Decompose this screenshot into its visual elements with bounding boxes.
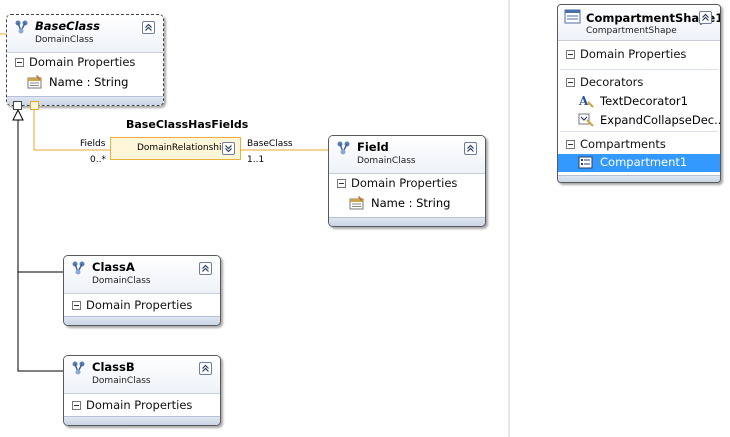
field-class-subtitle: DomainClass (357, 156, 416, 166)
compartment-shape-icon (564, 9, 581, 24)
field-class-property-item[interactable]: Name : String (329, 194, 485, 214)
shape-footer (64, 416, 220, 425)
section-label: Domain Properties (351, 176, 458, 190)
decorator-label: TextDecorator1 (600, 94, 688, 108)
class-b-properties-section[interactable]: Domain Properties (64, 396, 220, 416)
base-class-title: BaseClass (35, 19, 101, 33)
chevron-up-icon (702, 13, 709, 21)
source-multiplicity-label: 0..* (90, 155, 106, 165)
collapse-section-icon[interactable] (337, 179, 346, 188)
section-label: Domain Properties (580, 47, 687, 61)
class-b-header[interactable]: ClassB DomainClass (64, 356, 220, 394)
relationship-port[interactable] (30, 101, 39, 110)
property-icon (349, 196, 364, 210)
compartment-shape-title: CompartmentShape1 (586, 11, 721, 25)
text-decorator-icon: A (578, 94, 594, 108)
relationship-box-label: DomainRelationship (137, 143, 228, 153)
compartment-icon (578, 156, 593, 169)
relationship-title: BaseClassHasFields (126, 118, 249, 131)
inheritance-line-class-a (17, 119, 63, 273)
target-role-label: BaseClass (247, 139, 293, 149)
chevron-up-icon (145, 23, 152, 31)
field-class-properties-section[interactable]: Domain Properties (329, 174, 485, 194)
shape-footer (7, 96, 163, 105)
collapse-toggle-button[interactable] (199, 362, 212, 375)
section-divider (560, 131, 718, 132)
collapse-toggle-button[interactable] (699, 11, 712, 24)
collapse-section-icon[interactable] (566, 78, 575, 87)
shape-footer (558, 175, 720, 182)
relationship-box[interactable]: DomainRelationship (110, 137, 241, 160)
compartment-shape[interactable]: CompartmentShape1 CompartmentShape Domai… (557, 4, 721, 183)
base-class-header[interactable]: BaseClass DomainClass (7, 15, 163, 53)
section-label: Domain Properties (86, 298, 193, 312)
base-class-property-item[interactable]: Name : String (7, 73, 163, 93)
property-label: Name : String (49, 75, 129, 89)
collapse-toggle-button[interactable] (142, 21, 155, 34)
compartment-item-selected[interactable]: Compartment1 (558, 154, 720, 172)
class-a-shape[interactable]: ClassA DomainClass Domain Properties (63, 255, 221, 326)
compartment-properties-section[interactable]: Domain Properties (558, 41, 720, 69)
target-multiplicity-label: 1..1 (247, 155, 265, 165)
base-class-shape[interactable]: BaseClass DomainClass Domain Properties … (6, 14, 164, 106)
section-divider (560, 69, 718, 70)
class-b-title: ClassB (92, 360, 135, 374)
shape-footer (329, 217, 485, 226)
section-label: Decorators (580, 75, 644, 89)
class-b-shape[interactable]: ClassB DomainClass Domain Properties (63, 355, 221, 426)
compartments-section[interactable]: Compartments (558, 132, 720, 154)
chevron-down-icon (225, 145, 232, 153)
chevron-up-icon (202, 364, 209, 372)
relationship-source-line (33, 110, 110, 151)
collapse-toggle-button[interactable] (199, 262, 212, 275)
domain-class-icon (337, 141, 350, 155)
shape-footer (64, 316, 220, 325)
field-class-title: Field (357, 140, 389, 154)
section-label: Domain Properties (29, 55, 136, 69)
source-role-label: Fields (80, 139, 106, 149)
inheritance-port[interactable] (13, 101, 22, 110)
compartment-shape-subtitle: CompartmentShape (586, 26, 677, 36)
chevron-up-icon (467, 144, 474, 152)
compartment-shape-header[interactable]: CompartmentShape1 CompartmentShape (558, 5, 720, 41)
class-a-header[interactable]: ClassA DomainClass (64, 256, 220, 294)
collapse-section-icon[interactable] (566, 140, 575, 149)
class-a-properties-section[interactable]: Domain Properties (64, 296, 220, 316)
compartment-label: Compartment1 (600, 155, 688, 169)
domain-class-icon (72, 361, 85, 375)
property-icon (27, 75, 42, 89)
svg-text:A: A (578, 94, 589, 108)
inheritance-line-class-b (17, 272, 63, 372)
decorator-label: ExpandCollapseDec... (600, 113, 721, 127)
domain-class-icon (72, 261, 85, 275)
property-label: Name : String (371, 196, 451, 210)
decorator-item[interactable]: A TextDecorator1 (558, 92, 720, 111)
expand-toggle-button[interactable] (222, 142, 235, 155)
collapse-section-icon[interactable] (566, 50, 575, 59)
collapse-toggle-button[interactable] (464, 142, 477, 155)
inheritance-arrow (12, 108, 24, 121)
class-a-title: ClassA (92, 260, 135, 274)
domain-class-icon (15, 20, 28, 34)
collapse-section-icon[interactable] (72, 301, 81, 310)
section-label: Domain Properties (86, 398, 193, 412)
chevron-up-icon (202, 264, 209, 272)
base-class-properties-section[interactable]: Domain Properties (7, 53, 163, 73)
expand-collapse-decorator-icon (578, 113, 594, 127)
base-class-subtitle: DomainClass (35, 35, 94, 45)
field-class-header[interactable]: Field DomainClass (329, 136, 485, 174)
decorator-item[interactable]: ExpandCollapseDec... (558, 111, 720, 131)
section-label: Compartments (580, 137, 666, 151)
collapse-section-icon[interactable] (15, 58, 24, 67)
collapse-section-icon[interactable] (72, 401, 81, 410)
class-b-subtitle: DomainClass (92, 376, 151, 386)
decorators-section[interactable]: Decorators (558, 70, 720, 92)
class-a-subtitle: DomainClass (92, 276, 151, 286)
field-class-shape[interactable]: Field DomainClass Domain Properties Name… (328, 135, 486, 227)
